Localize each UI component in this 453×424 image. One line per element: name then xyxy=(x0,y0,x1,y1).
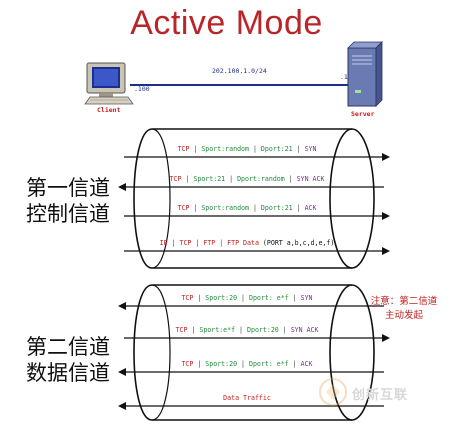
packet-field: ACK xyxy=(304,204,317,212)
packet-field: Sport:21 xyxy=(193,175,226,183)
packet-field: Dport:21 xyxy=(260,145,293,153)
packet-field: SYN ACK xyxy=(290,326,319,334)
packet-field: FTP xyxy=(203,239,216,247)
channel2-note: 注意：第二信道 主动发起 xyxy=(357,295,451,323)
packet-field: Dport: e*f xyxy=(248,294,289,302)
arrow-right-icon xyxy=(382,153,390,161)
packet-field: Dport:21 xyxy=(260,204,293,212)
packet-field: | xyxy=(278,326,291,334)
packet-label: Data Traffic xyxy=(223,394,271,402)
page-title: Active Mode xyxy=(130,4,323,42)
packet-field: | xyxy=(288,294,301,302)
packet-field: | xyxy=(181,175,194,183)
channel2-label-line2: 数据信道 xyxy=(26,361,110,385)
note-line1: 注意：第二信道 xyxy=(370,296,438,307)
packet-label: TCP | Sport:random | Dport:21 | SYN xyxy=(177,145,316,153)
server-label: Server xyxy=(351,110,375,118)
client-ip-label: .100 xyxy=(134,85,150,93)
packet-field: | xyxy=(187,326,200,334)
watermark-text: 创新互联 xyxy=(352,388,409,403)
packet-arrows xyxy=(118,153,390,410)
packet-field: | xyxy=(189,204,202,212)
packet-field: | xyxy=(237,360,249,368)
note-line2: 主动发起 xyxy=(384,310,423,321)
packet-label: TCP | Sport:20 | Dport: e*f | SYN xyxy=(181,294,312,302)
packet-field: Dport:20 xyxy=(247,326,279,334)
packet-label: TCP | Sport:e*f | Dport:20 | SYN ACK xyxy=(176,326,319,334)
packet-label: TCP | Sport:20 | Dport: e*f | ACK xyxy=(181,360,312,368)
packet-field: ACK xyxy=(300,360,313,368)
packet-field: | xyxy=(215,239,228,247)
packet-field: IP xyxy=(159,239,168,247)
watermark-logo-icon xyxy=(319,378,347,406)
packet-field: | xyxy=(288,360,301,368)
packet-field: FTP Data xyxy=(227,239,259,247)
packet-label: TCP | Sport:random | Dport:21 | ACK xyxy=(177,204,316,212)
packet-field: TCP xyxy=(179,239,192,247)
packet-field: Sport:random xyxy=(201,145,249,153)
packet-field: Dport:random xyxy=(237,175,285,183)
packet-field: TCP xyxy=(181,360,194,368)
packet-field: Sport:e*f xyxy=(199,326,236,334)
packet-field: | xyxy=(292,204,305,212)
packet-field: SYN xyxy=(304,145,317,153)
arrow-right-icon xyxy=(382,334,390,342)
packet-field: SYN xyxy=(300,294,313,302)
packet-field: Sport:random xyxy=(201,204,249,212)
arrow-left-icon xyxy=(118,368,126,376)
packet-field: SYN ACK xyxy=(296,175,325,183)
packet-field: | xyxy=(248,145,261,153)
server-ip-label: .1 xyxy=(340,73,348,81)
channel2-tube xyxy=(133,284,375,421)
arrow-left-icon xyxy=(118,402,126,410)
channel1-tube xyxy=(133,128,375,269)
packet-field: | xyxy=(191,239,204,247)
packet-field: | xyxy=(167,239,180,247)
packet-field: | xyxy=(237,294,249,302)
packet-field: | xyxy=(235,326,248,334)
packet-field: | xyxy=(193,360,206,368)
packet-field: TCP xyxy=(175,326,188,334)
channel1-label-line2: 控制信道 xyxy=(26,202,110,226)
packet-field: | xyxy=(189,145,202,153)
packet-field: TCP xyxy=(169,175,182,183)
packet-field: | xyxy=(225,175,238,183)
packet-field: | xyxy=(284,175,297,183)
channel2-label-line1: 第二信道 xyxy=(26,335,110,359)
arrow-left-icon xyxy=(118,302,126,310)
packet-field: | xyxy=(292,145,305,153)
packet-field: TCP xyxy=(181,294,194,302)
subnet-label: 202.100.1.0/24 xyxy=(212,67,267,75)
arrow-right-icon xyxy=(382,247,390,255)
packet-field: Dport: e*f xyxy=(248,360,289,368)
client-computer-icon xyxy=(84,62,134,105)
packet-field: Sport:20 xyxy=(205,360,238,368)
packet-field: | xyxy=(193,294,206,302)
packet-field: Data Traffic xyxy=(223,394,271,402)
client-label: Client xyxy=(97,106,121,114)
arrow-right-icon xyxy=(382,212,390,220)
packet-label: TCP | Sport:21 | Dport:random | SYN ACK xyxy=(170,175,325,183)
packet-field: (PORT a,b,c,d,e,f) xyxy=(258,239,335,247)
packet-field: TCP xyxy=(177,204,190,212)
channel1-label-line1: 第一信道 xyxy=(26,176,110,200)
packet-field: TCP xyxy=(177,145,190,153)
arrow-left-icon xyxy=(118,183,126,191)
packet-label: IP | TCP | FTP | FTP Data (PORT a,b,c,d,… xyxy=(160,239,335,247)
server-icon xyxy=(347,41,383,107)
packet-field: Sport:20 xyxy=(205,294,238,302)
packet-field: | xyxy=(248,204,261,212)
